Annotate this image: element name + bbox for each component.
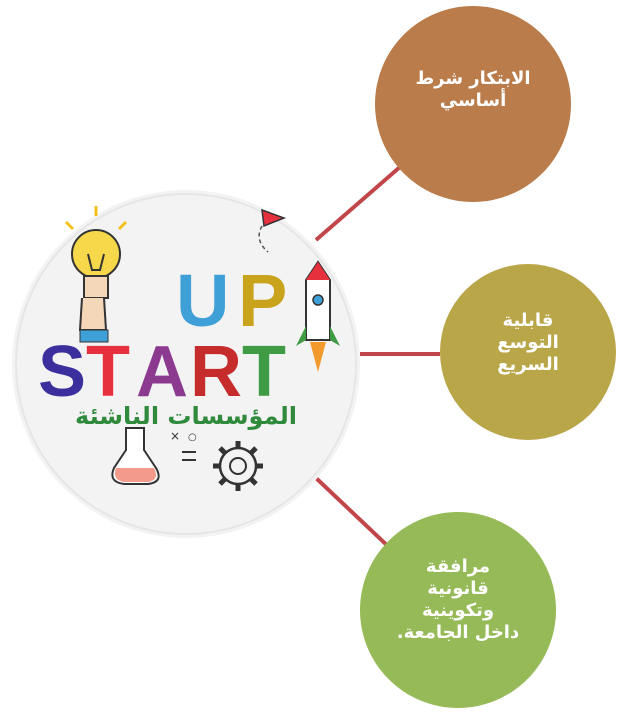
- svg-text:○: ○: [188, 432, 197, 443]
- node-support-label: مرافقة قانونية وتكوينية داخل الجامعة.: [396, 556, 520, 643]
- paper-plane-icon: [258, 208, 287, 253]
- connector-line-3: [314, 476, 394, 552]
- flask-icon: [111, 427, 160, 485]
- logo-letter-u: U: [176, 259, 229, 342]
- connector-line-1: [314, 158, 410, 242]
- upstart-logo: U P S T A R T المؤسسات الناشئة × ○: [12, 190, 360, 538]
- logo-letter-s: S: [38, 332, 86, 412]
- node-scalability: قابلية التوسع السريع: [440, 264, 616, 440]
- gear-icon: [213, 441, 263, 491]
- node-scalability-label: قابلية التوسع السريع: [497, 310, 559, 375]
- logo-letter-t: T: [86, 332, 130, 412]
- svg-text:×: ×: [170, 429, 180, 443]
- logo-letter-r: R: [190, 332, 242, 412]
- node-support: مرافقة قانونية وتكوينية داخل الجامعة.: [360, 512, 556, 708]
- logo-arabic-caption: المؤسسات الناشئة: [75, 402, 297, 430]
- node-innovation: الابتكار شرط أساسي: [375, 6, 571, 202]
- rocket-icon: [296, 260, 340, 372]
- node-innovation-label: الابتكار شرط أساسي: [415, 68, 531, 111]
- lightbulb-icon: [64, 206, 128, 343]
- logo-letter-t2: T: [242, 332, 286, 412]
- logo-letter-p: P: [238, 259, 287, 342]
- logo-letter-a: A: [136, 332, 188, 412]
